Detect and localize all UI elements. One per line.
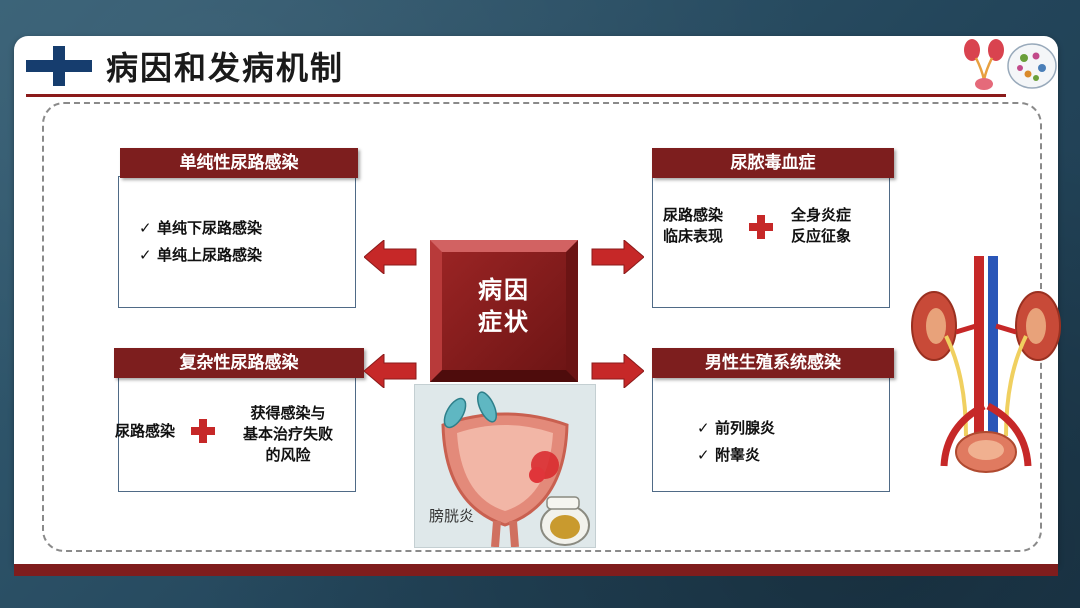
center-line-2: 症状 [478,308,530,336]
simple-uti-list: ✓单纯下尿路感染 ✓单纯上尿路感染 [139,215,262,269]
cystitis-illustration: 膀胱炎 [414,384,596,548]
card-male-genital: ✓前列腺炎 ✓附睾炎 [652,376,890,492]
bladder-caption: 膀胱炎 [429,507,475,525]
urosepsis-right-text: 全身炎症 反应征象 [791,206,852,245]
card-urosepsis-title: 尿脓毒血症 [652,148,894,178]
list-item: ✓附睾炎 [697,446,761,464]
card-simple-uti-title: 单纯性尿路感染 [120,148,358,178]
card-complex-uti: 尿路感染 获得感染与 基本治疗失败 的风险 [115,376,356,492]
complex-right-text: 获得感染与 基本治疗失败 的风险 [242,404,333,464]
plus-icon [191,419,215,443]
arrow-left-top-icon [364,240,417,274]
arrow-left-bottom-icon [364,354,417,388]
title-underline [26,94,1006,97]
list-item: ✓前列腺炎 [697,419,776,437]
complex-left-text: 尿路感染 [115,422,176,440]
card-urosepsis: 尿路感染 临床表现 全身炎症 反应征象 [652,176,890,308]
card-male-genital-title: 男性生殖系统感染 [652,348,894,378]
center-cause-symptom-box: 病因 症状 [430,240,578,382]
kidney-bacteria-logo-icon [964,39,1057,90]
card-simple-uti: ✓单纯下尿路感染 ✓单纯上尿路感染 [118,176,356,308]
bladder-icon [415,385,595,547]
card-complex-uti-title: 复杂性尿路感染 [114,348,364,378]
list-item: ✓单纯下尿路感染 [139,219,263,237]
list-item: ✓单纯上尿路感染 [139,246,263,264]
plus-icon [749,215,773,239]
urosepsis-left-text: 尿路感染 临床表现 [663,206,724,245]
male-genital-list: ✓前列腺炎 ✓附睾炎 [697,415,775,469]
slide: 病因和发病机制 ✓单纯下尿路感染 ✓单纯上尿路感染 单纯性尿路感染 尿路感染 获… [14,36,1061,576]
center-line-1: 病因 [478,276,530,304]
arrow-right-bottom-icon [591,354,644,388]
urinary-system-icon [911,256,1061,473]
page-title: 病因和发病机制 [106,49,345,87]
arrow-right-top-icon [591,240,644,274]
medical-cross-icon [26,46,92,86]
bottom-band [14,564,1058,576]
